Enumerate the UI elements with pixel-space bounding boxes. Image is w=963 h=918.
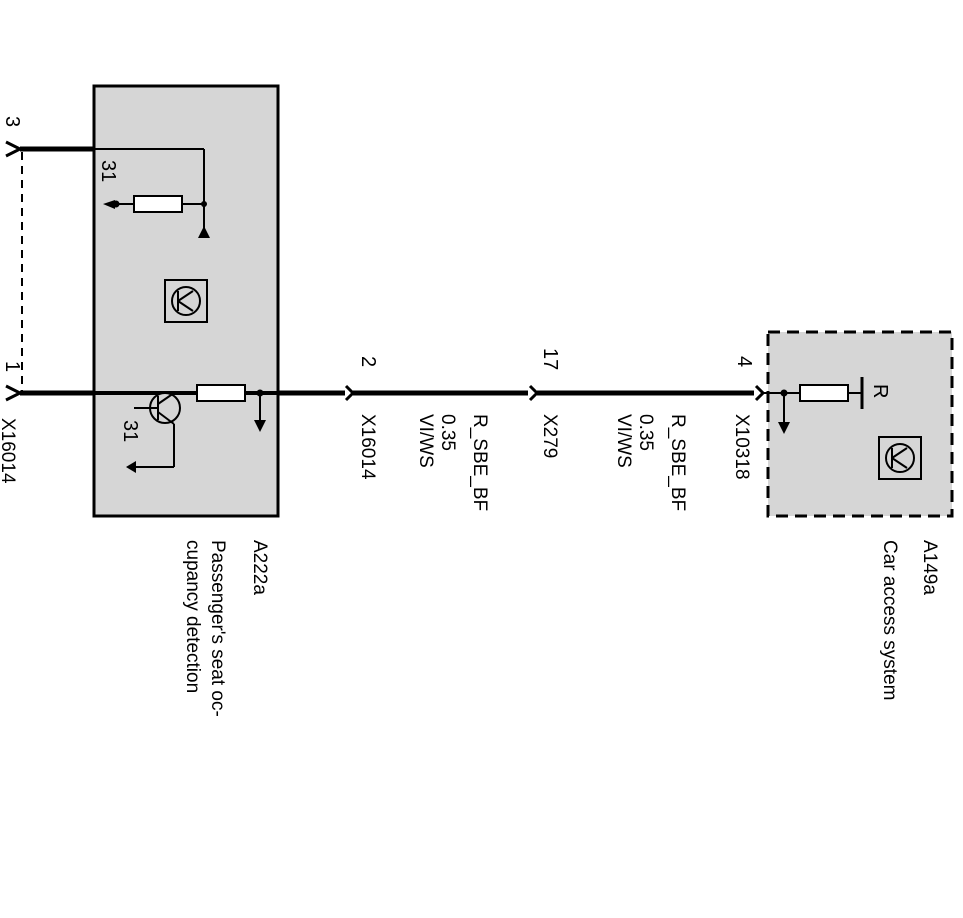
pin-label-r: R bbox=[869, 384, 891, 398]
wire1-color: VI/WS bbox=[415, 414, 436, 468]
ground-arrow-bottom bbox=[126, 461, 136, 473]
wire2-color: VI/WS bbox=[613, 414, 634, 468]
resistor-bottom bbox=[196, 384, 246, 402]
resistor-top bbox=[133, 195, 183, 213]
connector-symbol-pin-2 bbox=[344, 384, 356, 402]
connector-x16014-out: 2 X16014 bbox=[344, 356, 379, 480]
car-access-module: R bbox=[763, 330, 954, 518]
pin-number-3: 3 bbox=[1, 116, 23, 127]
connector-x279: 17 X279 bbox=[528, 348, 561, 458]
wire2-signal: R_SBE_BF bbox=[667, 414, 688, 511]
connector-name-left: X16014 bbox=[0, 418, 18, 484]
arrow-down-icon-a149a bbox=[778, 422, 790, 434]
connector-symbol-pin-3 bbox=[5, 140, 24, 158]
ground-label-bottom: 31 bbox=[119, 420, 141, 442]
pin-number-17: 17 bbox=[539, 348, 561, 370]
arrow-down-icon bbox=[254, 420, 266, 432]
pin-number-1: 1 bbox=[1, 361, 23, 372]
connector-symbol-pin-17 bbox=[528, 384, 540, 402]
module-name-a149a: Car access system bbox=[879, 540, 900, 700]
module-id-a222a: A222a bbox=[249, 540, 270, 595]
module-name-line1: Passenger's seat oc- bbox=[207, 540, 228, 717]
connector-name-x10318: X10318 bbox=[731, 414, 752, 480]
ground-label-top: 31 bbox=[97, 160, 119, 182]
arrow-up-icon bbox=[198, 226, 210, 238]
module-id-a149a: A149a bbox=[919, 540, 940, 595]
connector-name-x16014: X16014 bbox=[357, 414, 378, 480]
connector-symbol-pin-4 bbox=[754, 384, 766, 402]
connector-name-x279: X279 bbox=[539, 414, 560, 458]
left-connector: 3 1 X16014 bbox=[0, 116, 24, 484]
wire2-cross-section: 0.35 bbox=[635, 414, 656, 451]
seat-occupancy-module: 31 31 bbox=[92, 84, 280, 518]
resistor-a149a bbox=[799, 384, 849, 402]
pin-number-4: 4 bbox=[733, 356, 755, 367]
connector-x10318: 4 X10318 bbox=[731, 356, 766, 480]
wire1-cross-section: 0.35 bbox=[437, 414, 458, 451]
module-name-line2: cupancy detection bbox=[182, 540, 203, 693]
connector-symbol-pin-1 bbox=[5, 384, 24, 402]
wire1-signal: R_SBE_BF bbox=[469, 414, 490, 511]
module-box-a149a bbox=[766, 330, 954, 518]
pin-number-2: 2 bbox=[357, 356, 379, 367]
